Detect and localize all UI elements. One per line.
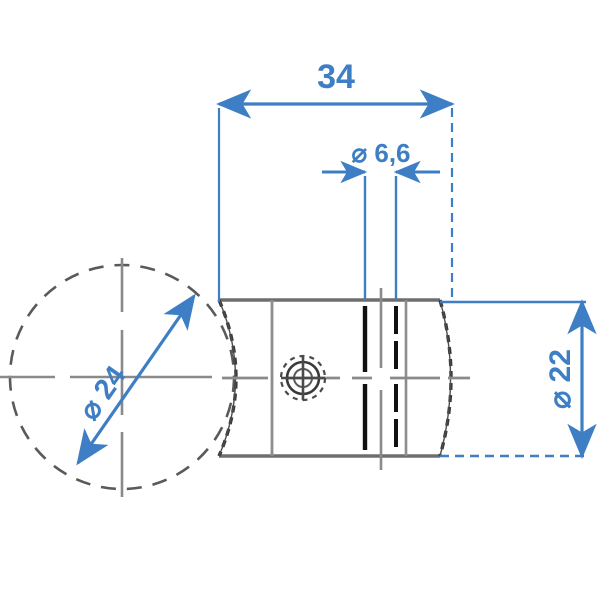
dim-22-label-group: ⌀ 22 (544, 349, 577, 409)
dim-22-label: ⌀ 22 (544, 349, 577, 409)
dimension-66-group: ⌀ 6,6 (322, 138, 440, 300)
dim-66-label: ⌀ 6,6 (351, 138, 410, 168)
part-body-group (217, 288, 470, 470)
detail-circle-group: ⌀ 24 (0, 258, 236, 497)
center-hub-group (279, 354, 327, 402)
dimension-34-group: 34 (216, 58, 455, 302)
dim-34-label: 34 (317, 58, 355, 96)
diameter-24-label-group: ⌀ 24 (73, 360, 132, 426)
diameter-24-label: ⌀ 24 (73, 360, 132, 426)
dimension-22-group: ⌀ 22 (440, 299, 597, 459)
diameter-24-dimension-line (76, 293, 196, 466)
